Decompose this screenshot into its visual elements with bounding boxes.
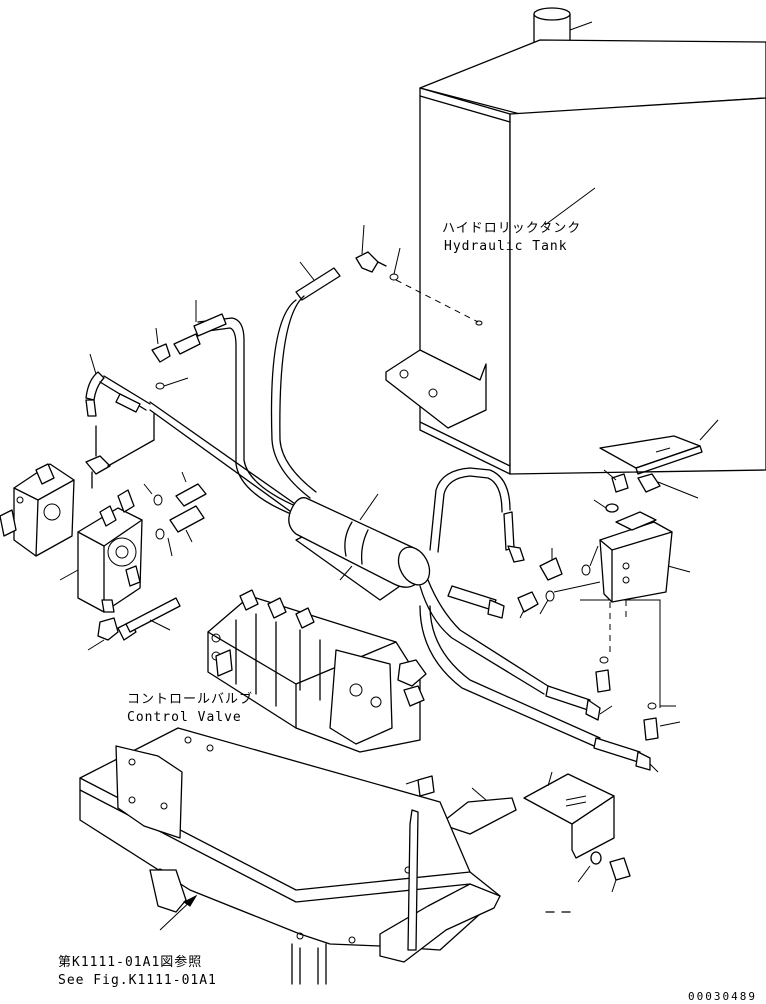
- see-fig-label-jp: 第K1111-01A1図参照: [58, 954, 202, 970]
- pedal-bracket: [397, 771, 631, 913]
- left-valve-block: [0, 300, 227, 651]
- control-valve-label-en: Control Valve: [127, 710, 242, 725]
- tank-fittings: [295, 224, 483, 326]
- hydraulic-tank-label-en: Hydraulic Tank: [444, 239, 568, 254]
- frame: [79, 727, 501, 985]
- control-valve: [207, 589, 427, 753]
- control-valve-label-jp: コントロールバルブ: [127, 691, 253, 707]
- pilot-valve-assembly: [447, 419, 719, 773]
- hydraulic-tank: [385, 7, 766, 475]
- hydraulic-tank-label-jp: ハイドロリックタンク: [442, 221, 581, 236]
- line-filter: [288, 493, 431, 601]
- hose-lines: [149, 295, 661, 747]
- see-fig-label-en: See Fig.K1111-01A1: [58, 973, 217, 988]
- drawing-number: 00030489: [688, 990, 757, 1003]
